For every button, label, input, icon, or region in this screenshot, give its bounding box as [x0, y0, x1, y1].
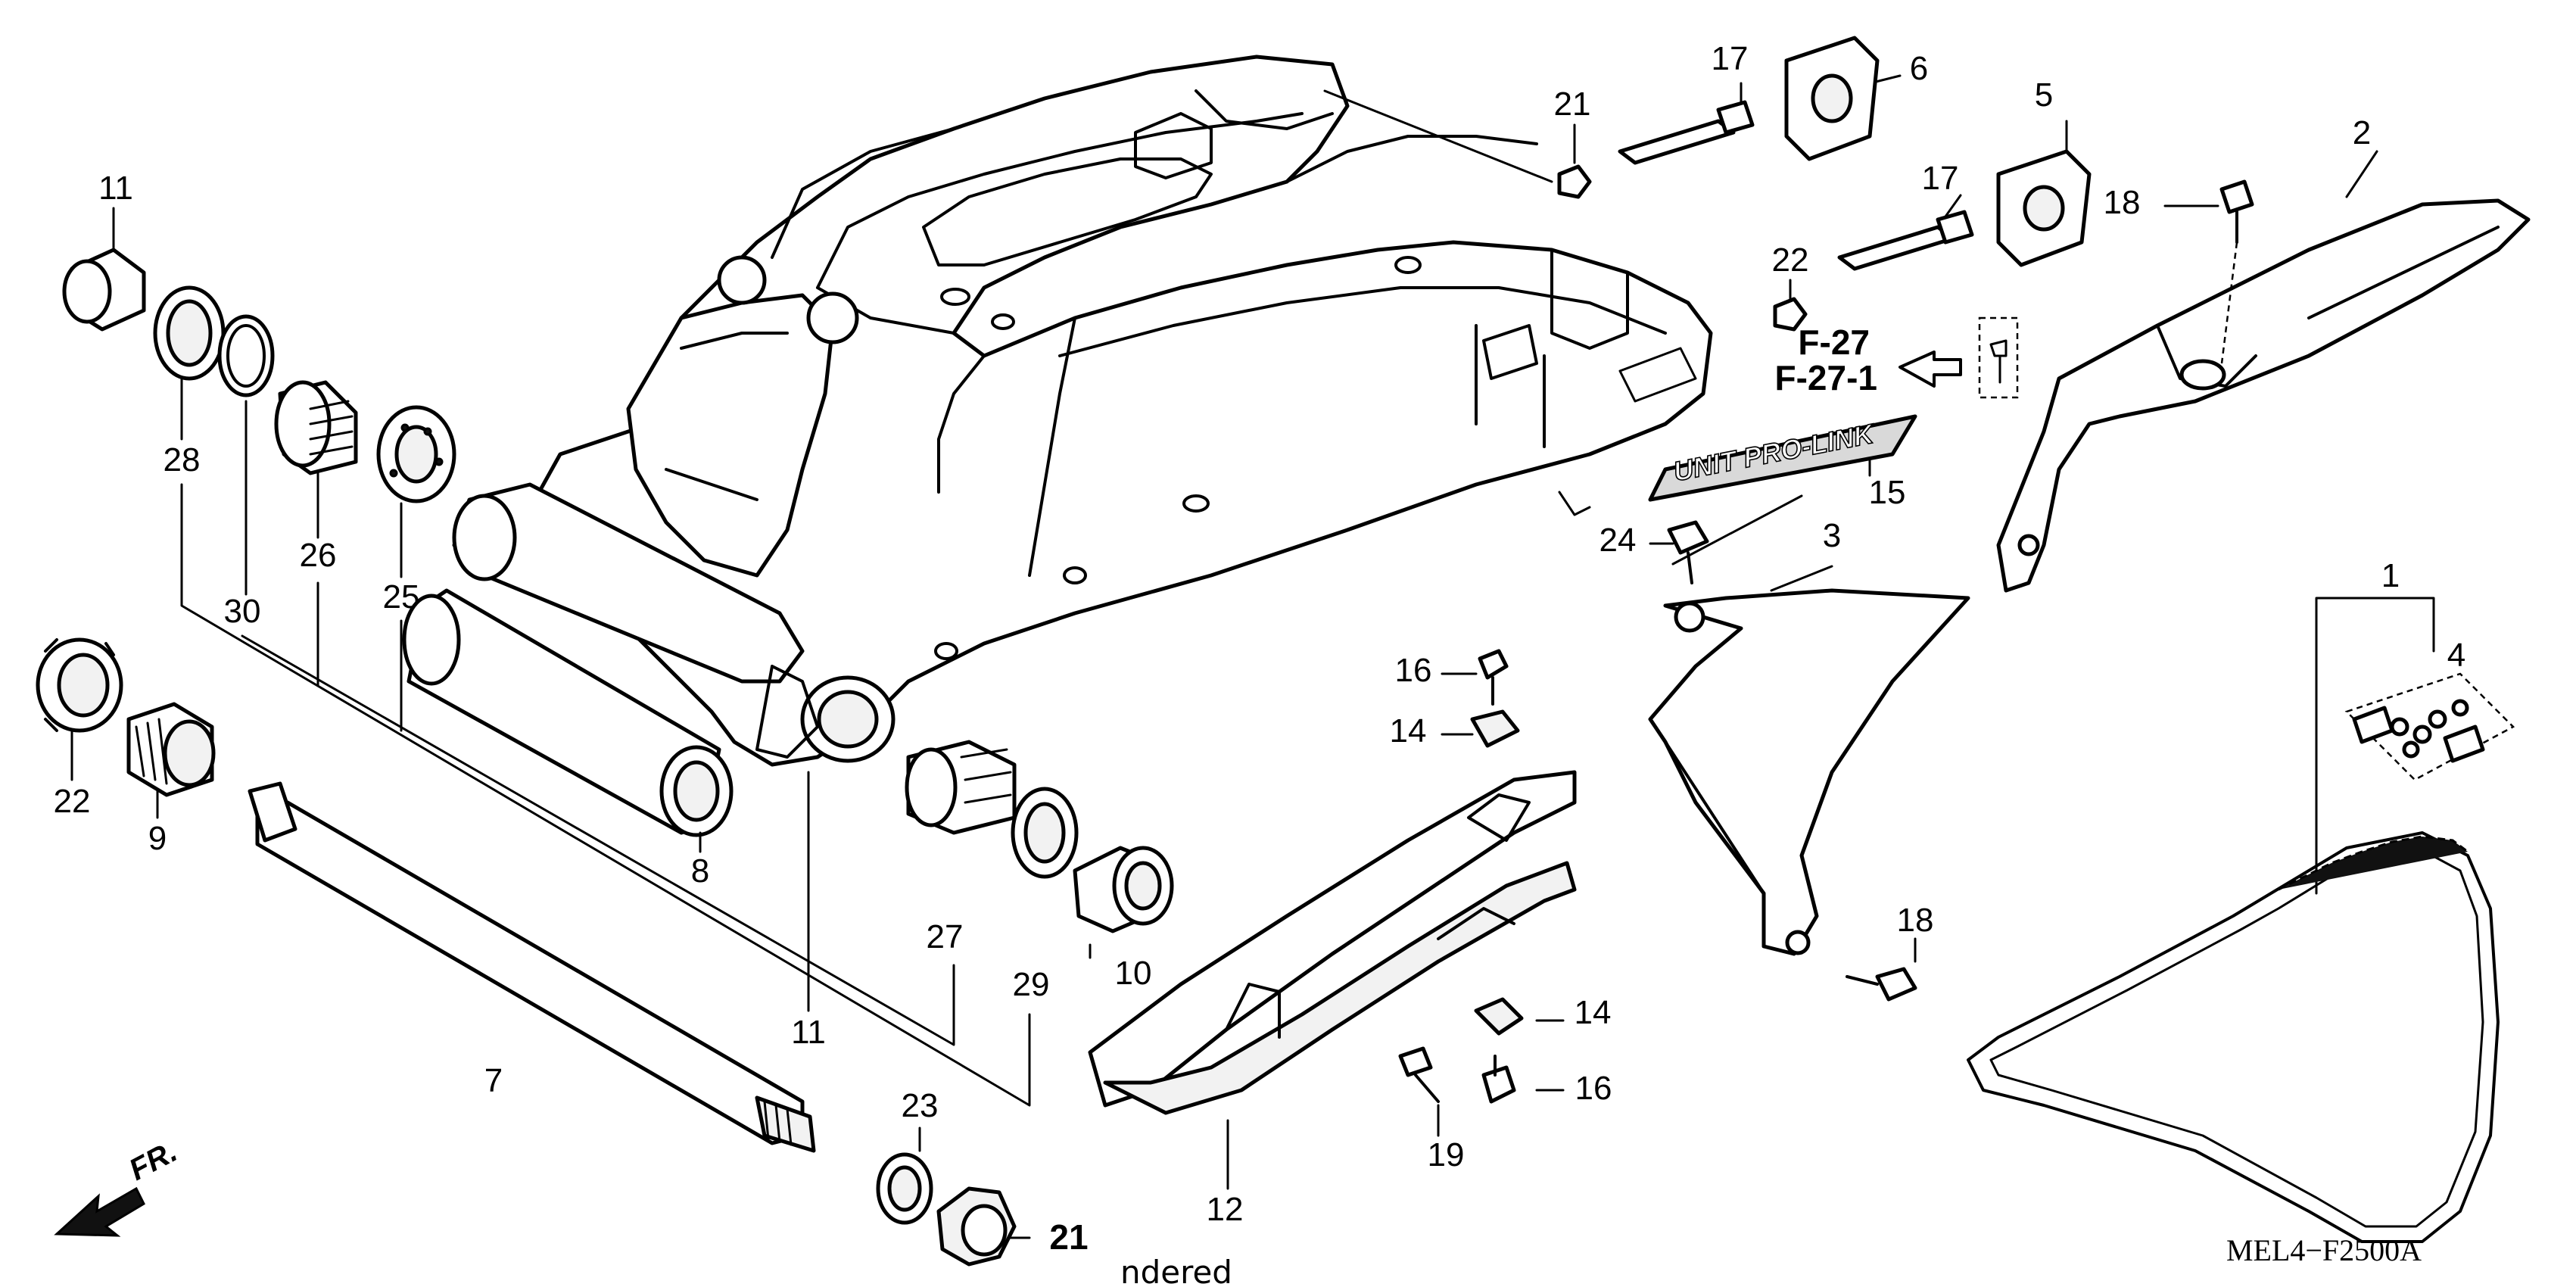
cross-ref-f27: F-27: [1798, 323, 1870, 362]
callout-22: 22: [54, 783, 91, 820]
callout-10: 10: [1115, 955, 1152, 992]
chain-case-2: [1996, 198, 2531, 593]
bottom-text-fragment: ndered: [1120, 1254, 1232, 1287]
callout-29: 29: [1013, 966, 1050, 1003]
bolt-24: [1667, 520, 1709, 584]
callout-27: 27: [927, 918, 964, 955]
callout-14b: 14: [1575, 994, 1612, 1031]
callout-16a: 16: [1395, 652, 1432, 689]
callout-20: 21: [1049, 1217, 1088, 1257]
callout-13: 11: [791, 1014, 826, 1051]
front-arrow-icon: [54, 1186, 145, 1237]
callout-15: 15: [1869, 474, 1906, 511]
callout-5: 5: [2035, 76, 2053, 114]
arrow-left-icon: [1899, 351, 1962, 388]
chain-guard-3: [1648, 588, 1970, 956]
callout-25: 25: [383, 578, 420, 615]
chain-joint-4: [2344, 672, 2515, 781]
callout-9: 9: [148, 820, 167, 857]
front-label: FR.: [124, 1135, 183, 1187]
callout-17a: 17: [1712, 40, 1749, 77]
callout-7: 7: [484, 1062, 503, 1099]
callout-24: 24: [1599, 522, 1637, 559]
bolt-18-lower: [1846, 967, 1917, 1002]
callout-3: 3: [1823, 517, 1841, 554]
bearing-stack-right: [876, 740, 1174, 1267]
pivot-collar-8: [402, 588, 734, 837]
callout-21b: 22: [1772, 242, 1809, 279]
pivot-shaft-7: [248, 781, 816, 1153]
callout-18b: 18: [1897, 902, 1934, 939]
chain-slider-12: [1088, 770, 1577, 1115]
callout-28: 28: [164, 441, 201, 478]
front-direction-marker: FR.: [54, 1135, 183, 1237]
callout-2: 2: [2353, 114, 2371, 151]
callout-11: 11: [98, 170, 133, 207]
callout-30: 30: [224, 593, 261, 630]
callout-26: 26: [300, 537, 337, 574]
callout-17b: 17: [1922, 160, 1959, 197]
callout-4: 4: [2447, 637, 2465, 674]
callout-6: 6: [1910, 50, 1928, 87]
swingarm-drawing: [452, 55, 1713, 767]
cross-reference: F-27 F-27-1: [1775, 316, 2019, 399]
bolt-18-upper: [2219, 179, 2254, 364]
adjuster-plates: [1557, 36, 2092, 332]
callout-23: 23: [902, 1087, 939, 1124]
cross-ref-f27-1: F-27-1: [1775, 358, 1877, 397]
adjuster-nut-22: [36, 637, 123, 733]
callout-12: 12: [1207, 1191, 1244, 1228]
callout-19: 19: [1428, 1136, 1465, 1173]
diagram-code: MEL4−F2500A: [2226, 1233, 2422, 1267]
slider-hardware: [1398, 649, 1524, 1104]
callout-14a: 14: [1390, 712, 1427, 749]
callout-8: 8: [691, 852, 709, 890]
callout-21a: 21: [1554, 86, 1591, 123]
callout-18a: 18: [2104, 184, 2141, 221]
callout-1: 1: [2381, 557, 2400, 594]
leader-lines: [70, 74, 2435, 1239]
bearing-stack-left: [62, 248, 456, 503]
adjuster-bolt-9: [126, 702, 216, 797]
drive-chain-1: [1967, 831, 2500, 1243]
callout-16b: 16: [1575, 1070, 1612, 1107]
